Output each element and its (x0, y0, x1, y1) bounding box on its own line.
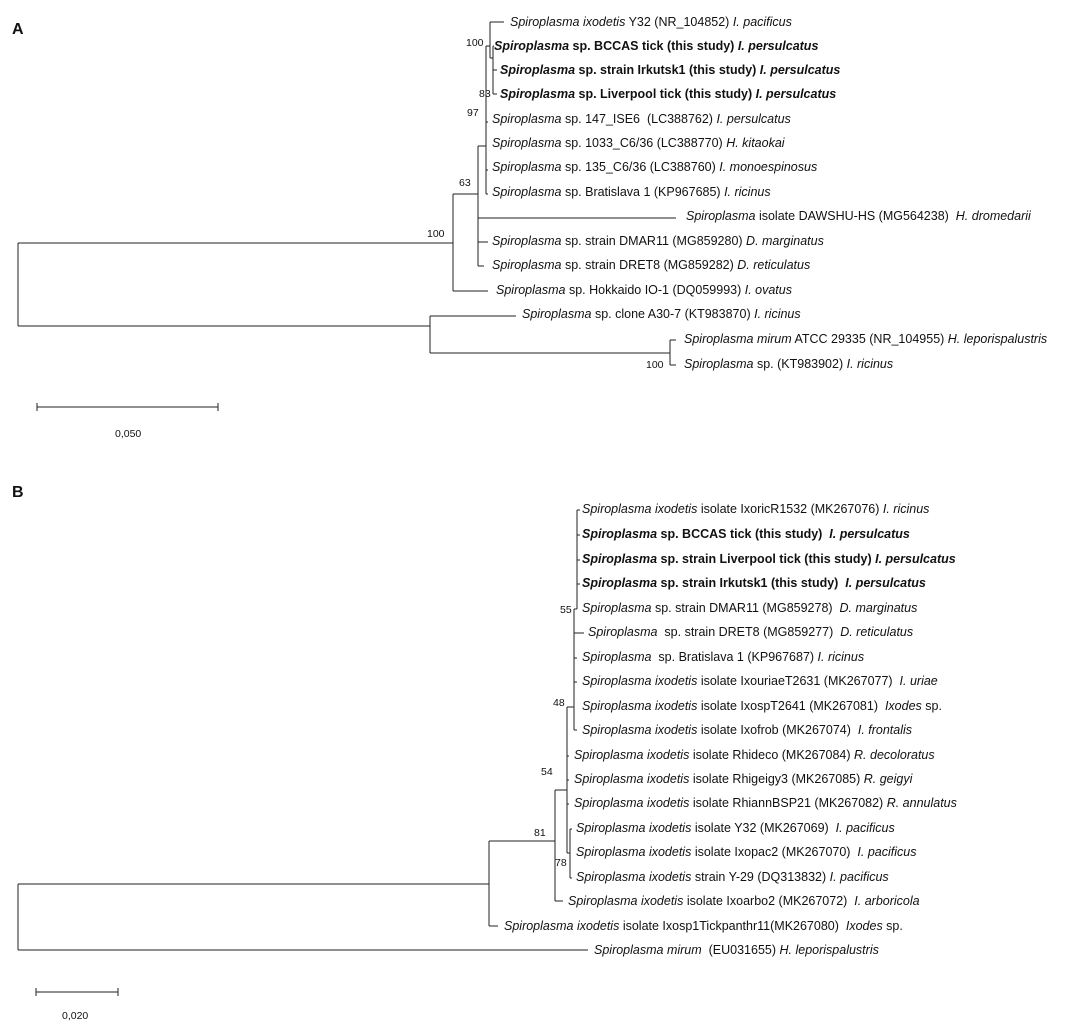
leaf-a-12: Spiroplasma sp. clone A30-7 (KT983870) I… (522, 307, 801, 321)
bootstrap-label: 54 (541, 766, 553, 778)
leaf-a-4: Spiroplasma sp. 147_ISE6 (LC388762) I. p… (492, 112, 791, 126)
bootstrap-label: 100 (646, 359, 664, 371)
panel-a-bootstraps: 100 83 97 63 100 100 (427, 37, 664, 371)
leaf-a-3: Spiroplasma sp. Liverpool tick (this stu… (500, 87, 836, 101)
bootstrap-label: 100 (466, 37, 484, 49)
bootstrap-label: 97 (467, 107, 479, 119)
leaf-a-2: Spiroplasma sp. strain Irkutsk1 (this st… (500, 63, 840, 77)
leaf-a-14: Spiroplasma sp. (KT983902) I. ricinus (684, 357, 893, 371)
leaf-b-17: Spiroplasma ixodetis isolate Ixosp1Tickp… (504, 919, 903, 933)
bootstrap-label: 48 (553, 697, 565, 709)
bootstrap-label: 81 (534, 827, 546, 839)
leaf-a-5: Spiroplasma sp. 1033_C6/36 (LC388770) H.… (492, 136, 786, 150)
leaf-a-7: Spiroplasma sp. Bratislava 1 (KP967685) … (492, 185, 771, 199)
panel-a-leaves: Spiroplasma ixodetis Y32 (NR_104852) I. … (492, 15, 1047, 371)
leaf-b-7: Spiroplasma ixodetis isolate IxouriaeT26… (582, 674, 938, 688)
panel-b-leaves: Spiroplasma ixodetis isolate IxoricR1532… (504, 502, 957, 957)
bootstrap-label: 78 (555, 857, 567, 869)
panel-b-scale-bar: 0,020 (35, 988, 119, 1022)
leaf-b-4: Spiroplasma sp. strain DMAR11 (MG859278)… (582, 601, 917, 615)
panel-a-scale-bar: 0,050 (36, 403, 219, 440)
leaf-b-3: Spiroplasma sp. strain Irkutsk1 (this st… (582, 576, 926, 590)
leaf-b-16: Spiroplasma ixodetis isolate Ixoarbo2 (M… (568, 894, 920, 908)
leaf-b-9: Spiroplasma ixodetis isolate Ixofrob (MK… (582, 723, 912, 737)
leaf-b-12: Spiroplasma ixodetis isolate RhiannBSP21… (574, 796, 957, 810)
leaf-b-1: Spiroplasma sp. BCCAS tick (this study) … (582, 527, 910, 541)
leaf-a-8: Spiroplasma isolate DAWSHU-HS (MG564238)… (686, 209, 1032, 223)
scale-bar-label: 0,050 (115, 428, 141, 440)
bootstrap-label: 83 (479, 88, 491, 100)
leaf-b-15: Spiroplasma ixodetis strain Y-29 (DQ3138… (576, 870, 889, 884)
leaf-b-8: Spiroplasma ixodetis isolate IxospT2641 … (582, 699, 942, 713)
leaf-b-0: Spiroplasma ixodetis isolate IxoricR1532… (582, 502, 929, 516)
leaf-a-1: Spiroplasma sp. BCCAS tick (this study) … (494, 39, 818, 53)
bootstrap-label: 100 (427, 228, 445, 240)
leaf-b-13: Spiroplasma ixodetis isolate Y32 (MK2670… (576, 821, 895, 835)
leaf-a-6: Spiroplasma sp. 135_C6/36 (LC388760) I. … (492, 160, 817, 174)
leaf-b-5: Spiroplasma sp. strain DRET8 (MG859277) … (588, 625, 913, 639)
leaf-a-9: Spiroplasma sp. strain DMAR11 (MG859280)… (492, 234, 824, 248)
scale-bar-label: 0,020 (62, 1010, 88, 1022)
leaf-b-11: Spiroplasma ixodetis isolate Rhigeigy3 (… (574, 772, 914, 786)
leaf-a-0: Spiroplasma ixodetis Y32 (NR_104852) I. … (510, 15, 792, 29)
panel-b-tree (17, 509, 588, 951)
leaf-b-6: Spiroplasma sp. Bratislava 1 (KP967687) … (582, 650, 864, 664)
panel-b-bootstraps: 55 48 54 81 78 (534, 604, 572, 869)
panel-b-label: B (12, 484, 24, 501)
leaf-b-18: Spiroplasma mirum (EU031655) H. leporisp… (594, 943, 879, 957)
panel-a-label: A (12, 21, 24, 38)
leaf-a-13: Spiroplasma mirum ATCC 29335 (NR_104955)… (684, 332, 1047, 346)
bootstrap-label: 55 (560, 604, 572, 616)
bootstrap-label: 63 (459, 177, 471, 189)
panel-a-tree (17, 21, 676, 366)
leaf-b-14: Spiroplasma ixodetis isolate Ixopac2 (MK… (576, 845, 916, 859)
leaf-a-11: Spiroplasma sp. Hokkaido IO-1 (DQ059993)… (496, 283, 792, 297)
leaf-a-10: Spiroplasma sp. strain DRET8 (MG859282) … (492, 258, 810, 272)
leaf-b-2: Spiroplasma sp. strain Liverpool tick (t… (582, 552, 956, 566)
leaf-b-10: Spiroplasma ixodetis isolate Rhideco (MK… (574, 748, 935, 762)
